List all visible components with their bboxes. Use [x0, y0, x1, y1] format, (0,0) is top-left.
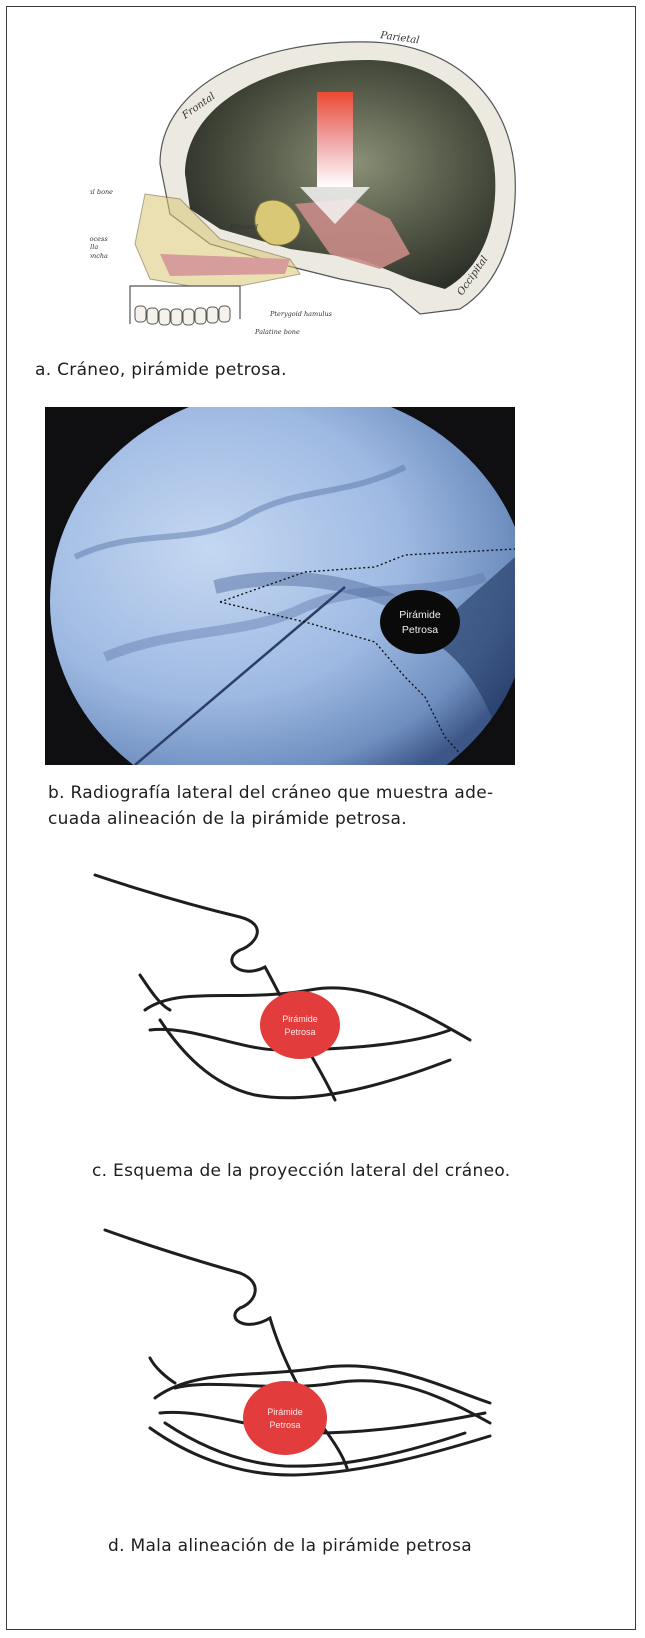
label-pterygoid: Pterygoid hamulus: [269, 310, 333, 318]
label-c-line2: Petrosa: [284, 1027, 315, 1037]
caption-b-line1: b. Radiografía lateral del cráneo que mu…: [48, 780, 493, 806]
teeth: [135, 306, 230, 325]
label-frontal-process-2: of maxilla: [90, 243, 98, 251]
label-d-line1: Pirámide: [267, 1407, 303, 1417]
figure-c-diagram: Pirámide Petrosa: [80, 855, 500, 1115]
label-d-line2: Petrosa: [269, 1420, 300, 1430]
caption-b-line2: cuada alineación de la pirámide petrosa.: [48, 806, 407, 832]
pyramid-marker-b: [380, 590, 460, 654]
pyramid-marker-c: [260, 991, 340, 1059]
label-b-line1: Pirámide: [399, 609, 441, 621]
label-inf-nasal-concha: Inf. nasal concha: [90, 252, 108, 260]
label-frontal-process-1: Frontal process: [90, 235, 108, 243]
label-b-line2: Petrosa: [402, 624, 438, 636]
caption-d: d. Mala alineación de la pirámide petros…: [108, 1533, 472, 1559]
label-nasal-bone: Nasal bone: [90, 188, 113, 196]
figure-d-diagram: Pirámide Petrosa: [95, 1218, 515, 1488]
label-ethmoid: Ethmoid: [229, 223, 258, 231]
label-c-line1: Pirámide: [282, 1014, 318, 1024]
figure-a-skull: Frontal Parietal Occipital Nasal bone Fr…: [90, 24, 530, 344]
figure-b-radiograph: Pirámide Petrosa: [45, 407, 515, 765]
label-palatine: Palatine bone: [254, 328, 300, 336]
caption-c: c. Esquema de la proyección lateral del …: [92, 1158, 510, 1184]
caption-a: a. Cráneo, pirámide petrosa.: [35, 357, 287, 383]
pyramid-marker-d: [243, 1381, 327, 1455]
